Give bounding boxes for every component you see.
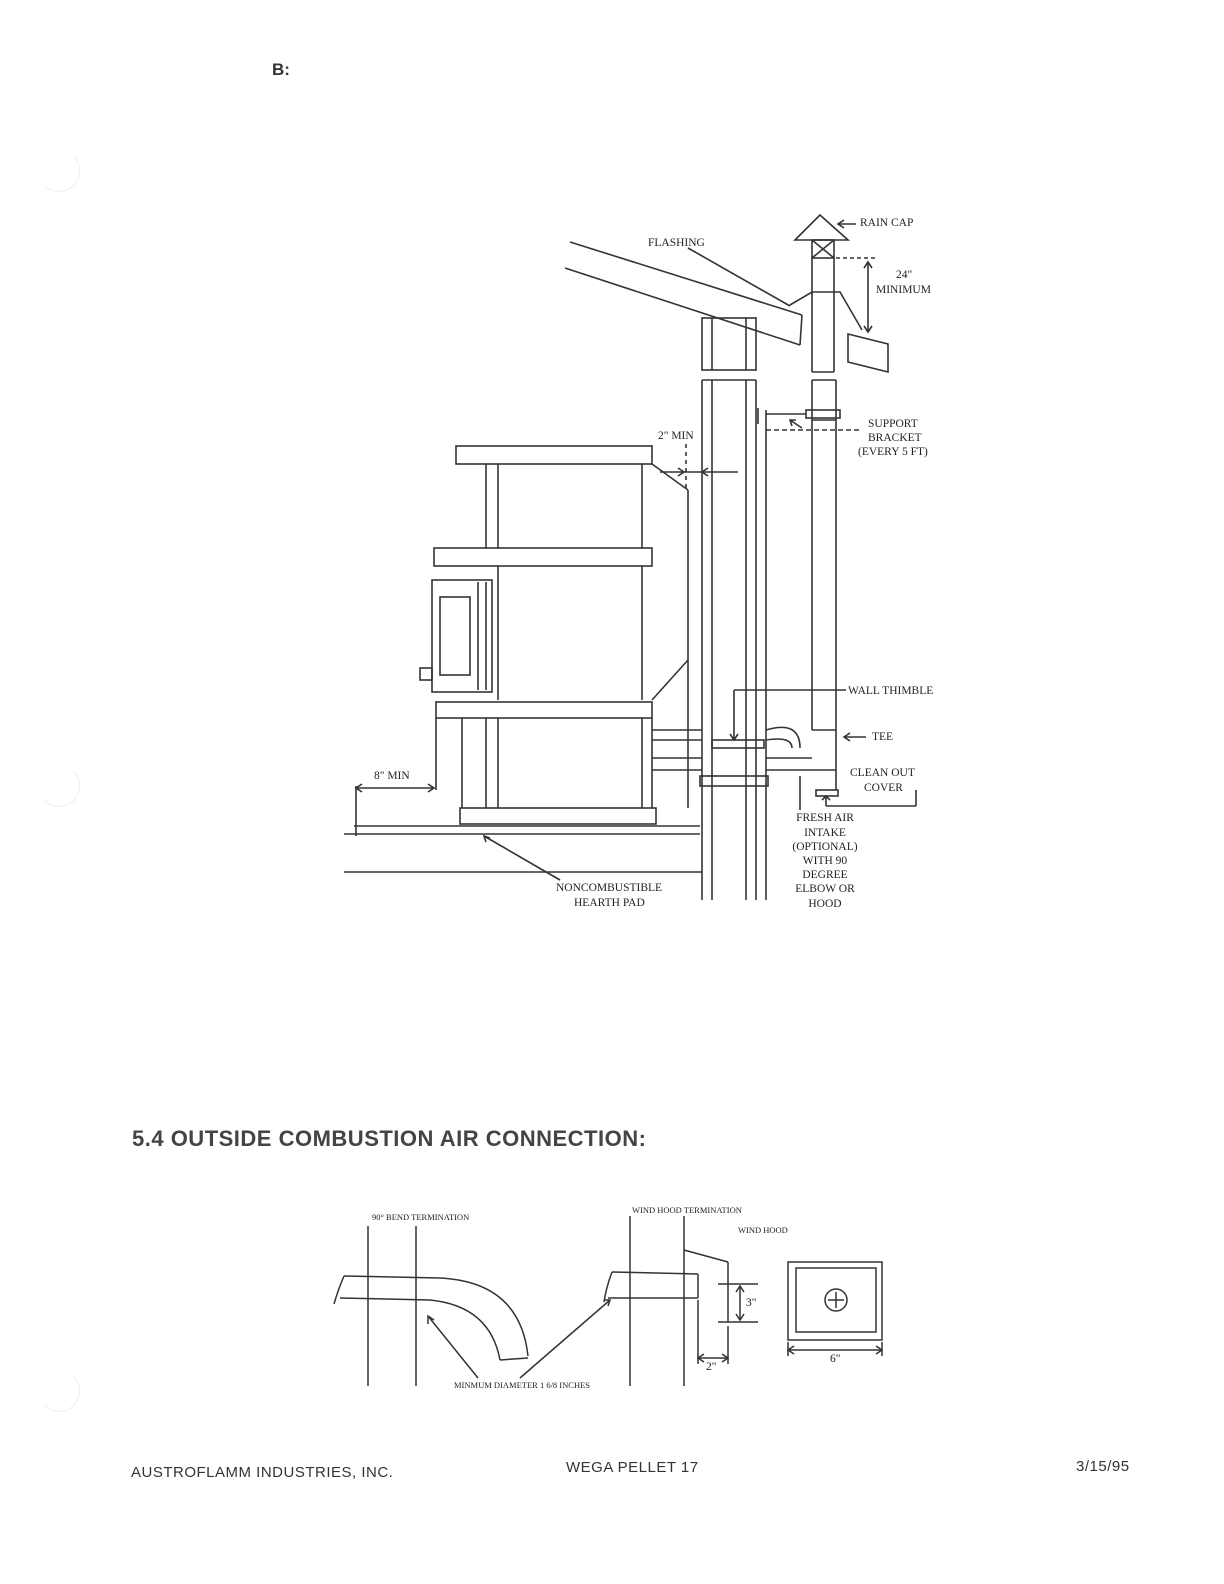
label-support-line1: SUPPORT — [868, 418, 918, 430]
punch-hole-mark — [38, 150, 80, 192]
label-fresh-air-7: HOOD — [808, 898, 842, 910]
label-fresh-air-5: DEGREE — [802, 869, 848, 881]
label-tee: TEE — [872, 731, 894, 743]
section-heading: 5.4 OUTSIDE COMBUSTION AIR CONNECTION: — [132, 1126, 647, 1151]
label-wall-thimble: WALL THIMBLE — [848, 685, 934, 697]
label-clean-out-line1: CLEAN OUT — [850, 767, 915, 779]
label-bend-termination: 90° BEND TERMINATION — [372, 1212, 470, 1222]
footer-date: 3/15/95 — [1076, 1458, 1130, 1475]
label-rain-cap: RAIN CAP — [860, 217, 914, 229]
label-fresh-air-4: WITH 90 — [802, 855, 848, 867]
label-24-line1: 24" — [896, 269, 913, 281]
label-24-line2: MINIMUM — [876, 284, 931, 296]
label-dim-6: 6" — [830, 1353, 841, 1365]
label-fresh-air-1: FRESH AIR — [796, 812, 854, 824]
label-support-line3: (EVERY 5 FT) — [858, 446, 928, 458]
label-8-min: 8" MIN — [374, 770, 410, 782]
label-hearth-line2: HEARTH PAD — [574, 897, 645, 909]
section-marker: B: — [272, 60, 290, 79]
label-wind-hood-termination: WIND HOOD TERMINATION — [632, 1205, 742, 1215]
label-2-min: 2" MIN — [658, 430, 694, 442]
footer-model: WEGA PELLET 17 — [566, 1459, 699, 1476]
footer-company: AUSTROFLAMM INDUSTRIES, INC. — [131, 1464, 394, 1481]
label-fresh-air-6: ELBOW OR — [795, 883, 855, 895]
label-dim-2: 2" — [706, 1361, 717, 1373]
label-clean-out-line2: COVER — [864, 782, 903, 794]
label-wind-hood: WIND HOOD — [738, 1225, 788, 1235]
punch-hole-mark — [38, 765, 80, 807]
label-fresh-air-3: (OPTIONAL) — [792, 841, 858, 853]
label-dim-3: 3" — [746, 1297, 757, 1309]
label-support-line2: BRACKET — [868, 432, 922, 444]
label-hearth-line1: NONCOMBUSTIBLE — [556, 882, 663, 894]
label-min-diameter: MINMUM DIAMETER 1 6/8 INCHES — [454, 1380, 590, 1390]
label-flashing: FLASHING — [648, 237, 705, 249]
label-fresh-air-2: INTAKE — [804, 827, 846, 839]
punch-hole-mark — [38, 1370, 80, 1412]
